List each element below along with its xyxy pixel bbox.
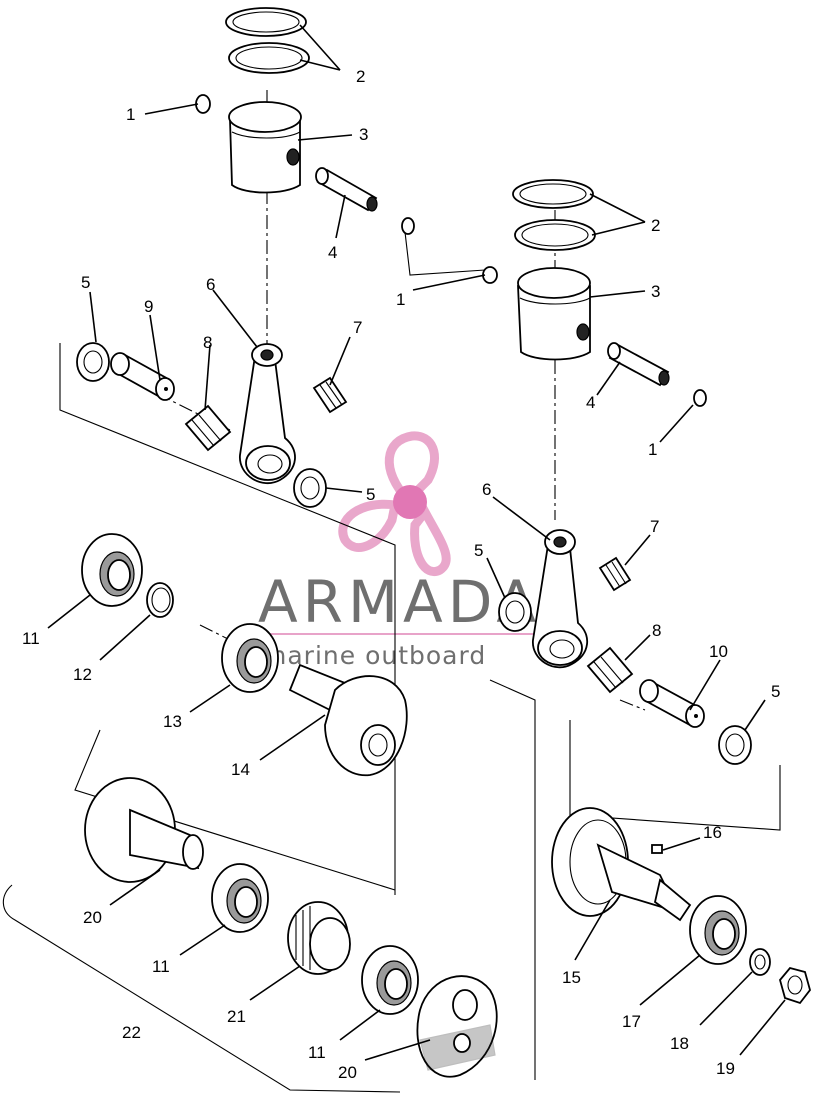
piston-pin-1 (315, 167, 378, 212)
callout-1: 1 (396, 290, 405, 309)
callout-5: 5 (474, 541, 483, 560)
callout-12: 12 (73, 665, 92, 684)
ball-bearing-13 (221, 623, 279, 693)
ball-bearing-11c (361, 945, 419, 1015)
callout-7: 7 (650, 517, 659, 536)
callout-4: 4 (586, 393, 595, 412)
callout-2: 2 (651, 216, 660, 235)
callout-4: 4 (328, 243, 337, 262)
connecting-rod-1 (239, 343, 296, 485)
logo-petal-left (338, 499, 401, 552)
callout-9: 9 (144, 297, 153, 316)
callout-5: 5 (771, 682, 780, 701)
callout-1: 1 (126, 105, 135, 124)
circlip-1a (195, 94, 211, 114)
callout-11: 11 (152, 957, 170, 976)
callout-3: 3 (359, 125, 368, 144)
watermark-title: ARMADA (258, 568, 541, 636)
thrust-washer-2a (498, 592, 532, 632)
callout-8: 8 (203, 333, 212, 352)
ball-bearing-11a (81, 533, 143, 607)
needle-bearing-large-2 (586, 646, 634, 694)
crankshaft-half-15 (551, 807, 692, 922)
needle-bearing-small-2 (598, 556, 632, 592)
crankshaft-web-20b (416, 975, 498, 1078)
needle-bearing-small-1 (312, 376, 348, 414)
callout-11: 11 (308, 1043, 326, 1062)
circlip-1b (401, 217, 415, 235)
labyrinth-seal-21 (287, 901, 351, 975)
logo-petal-top (384, 431, 440, 507)
piston-1 (228, 101, 302, 194)
logo-petal-right (410, 503, 451, 577)
callout-5: 5 (81, 273, 90, 292)
callout-2: 2 (356, 67, 365, 86)
callout-20: 20 (338, 1063, 357, 1082)
connecting-rod-2 (532, 529, 588, 669)
thrust-washer-1b (293, 468, 327, 508)
callout-3: 3 (651, 282, 660, 301)
circlip-2a (482, 266, 498, 284)
callout-5: 5 (366, 485, 375, 504)
callout-1: 1 (648, 440, 657, 459)
piston-2 (517, 267, 591, 361)
nut-19 (779, 966, 811, 1005)
callout-6: 6 (206, 275, 215, 294)
callout-7: 7 (353, 318, 362, 337)
crank-pin-2 (639, 679, 705, 728)
callout-8: 8 (652, 621, 661, 640)
logo-center (393, 485, 427, 519)
crankshaft-flywheel-20a (84, 777, 204, 883)
watermark-subtitle: marine outboard (262, 641, 486, 670)
callout-6: 6 (482, 480, 491, 499)
circlip-2b (693, 389, 707, 407)
piston-ring-set-2 (512, 179, 596, 251)
crankshaft-half-14 (288, 663, 408, 777)
needle-bearing-large-1 (184, 404, 232, 452)
callout-18: 18 (670, 1034, 689, 1053)
piston-pin-2 (607, 342, 670, 387)
watermark-logo (338, 431, 451, 577)
callout-11: 11 (22, 629, 40, 648)
callout-17: 17 (622, 1012, 641, 1031)
thrust-washer-1a (76, 342, 110, 382)
callout-14: 14 (231, 760, 250, 779)
leader-lines (47, 24, 786, 1061)
thrust-washer-2b (718, 725, 752, 765)
callout-21: 21 (227, 1007, 246, 1026)
callout-19: 19 (716, 1059, 735, 1078)
callout-20: 20 (83, 908, 102, 927)
callouts: 1 2 3 4 2 1 3 5 9 6 8 7 4 1 5 6 7 5 11 1… (22, 67, 780, 1082)
snap-ring-12 (146, 582, 174, 618)
crank-pin-1 (110, 352, 175, 401)
washer-18 (749, 948, 771, 976)
piston-ring-set-1 (225, 7, 310, 74)
callout-22: 22 (122, 1023, 141, 1042)
callout-13: 13 (163, 712, 182, 731)
callout-16: 16 (703, 823, 722, 842)
callout-15: 15 (562, 968, 581, 987)
woodruff-key-16 (651, 844, 663, 854)
ball-bearing-11b (211, 863, 269, 933)
callout-10: 10 (709, 642, 728, 661)
ball-bearing-17 (689, 895, 747, 965)
